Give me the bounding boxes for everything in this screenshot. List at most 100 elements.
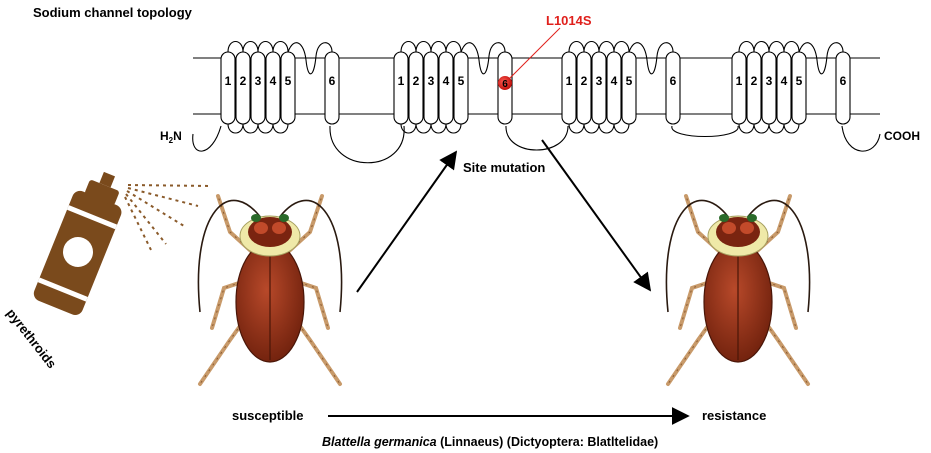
segment-label: 4	[611, 74, 618, 88]
transmembrane-segment: 5	[791, 51, 807, 125]
segment-label: 3	[596, 74, 603, 88]
linker-loop-3-4	[671, 125, 739, 137]
transmembrane-segment: 3	[761, 51, 777, 125]
transmembrane-segment: 4	[265, 51, 281, 125]
species-authority: (Linnaeus) (Dictyoptera: Blatltelidae)	[437, 435, 659, 449]
extracellular-loop	[583, 40, 600, 53]
linker-loop-1-2	[329, 125, 405, 164]
mutation-label: L1014S	[546, 13, 592, 28]
extracellular-loop	[613, 40, 630, 53]
transmembrane-segment: 5	[621, 51, 637, 125]
transmembrane-segment: 4	[776, 51, 792, 125]
segment-label: 5	[796, 74, 803, 88]
extracellular-loop	[272, 40, 289, 53]
intracellular-loop	[583, 123, 600, 134]
intracellular-loop	[768, 123, 785, 134]
segment-label: 1	[225, 74, 232, 88]
linker-loop-2-3	[505, 125, 569, 151]
extracellular-loop	[242, 40, 259, 53]
intracellular-loop	[738, 123, 755, 134]
pyrethroid-spray-can	[33, 171, 122, 315]
segment-label: 6	[329, 74, 336, 88]
n-terminus-label: H2N	[160, 129, 182, 145]
segment-label: 6	[840, 74, 847, 88]
cockroach-antenna	[743, 199, 811, 313]
pore-loop	[798, 42, 844, 75]
c-terminus-tail	[841, 125, 881, 152]
segment-label: 2	[751, 74, 758, 88]
segment-label: 1	[398, 74, 405, 88]
cockroach-antenna	[275, 199, 343, 313]
intracellular-loop	[598, 123, 615, 134]
arrow-to-resistance	[541, 139, 652, 292]
pyrethroids-label: pyrethroids	[4, 306, 60, 372]
pore-loop	[628, 42, 674, 75]
transmembrane-segment: 1	[731, 51, 747, 125]
transmembrane-segment: 4	[438, 51, 454, 125]
transmembrane-segment: 5	[453, 51, 469, 125]
susceptible-cockroach	[197, 194, 343, 386]
cockroach-antenna	[197, 199, 265, 313]
extracellular-loop	[598, 40, 615, 53]
segment-label: 2	[240, 74, 247, 88]
n-terminus-tail	[192, 125, 222, 152]
site-mutation-label: Site mutation	[463, 160, 545, 175]
segment-label: 2	[581, 74, 588, 88]
pore-loop	[287, 42, 333, 75]
extracellular-loop	[753, 40, 770, 53]
spray-mist	[124, 184, 213, 253]
transmembrane-segment: 1	[393, 51, 409, 125]
segment-label: 4	[270, 74, 277, 88]
segment-label: 5	[285, 74, 292, 88]
intracellular-loop	[445, 123, 462, 134]
pore-loop	[460, 42, 506, 75]
transmembrane-segment: 5	[280, 51, 296, 125]
segment-label: 4	[443, 74, 450, 88]
transmembrane-segment: 2	[408, 51, 424, 125]
susceptible-label: susceptible	[232, 408, 304, 423]
transmembrane-segment: 4	[606, 51, 622, 125]
intracellular-loop	[613, 123, 630, 134]
resistance-label: resistance	[702, 408, 766, 423]
segment-label: 1	[566, 74, 573, 88]
transmembrane-segment: 1	[220, 51, 236, 125]
transmembrane-segment: 6	[835, 51, 851, 125]
extracellular-loop	[415, 40, 432, 53]
segment-label: 5	[458, 74, 465, 88]
intracellular-loop	[242, 123, 259, 134]
segment-label: 2	[413, 74, 420, 88]
extracellular-loop	[227, 40, 244, 53]
intracellular-loop	[783, 123, 800, 134]
intracellular-loop	[753, 123, 770, 134]
species-name: Blattella germanica	[322, 435, 437, 449]
extracellular-loop	[783, 40, 800, 53]
species-caption: Blattella germanica (Linnaeus) (Dictyopt…	[322, 435, 658, 449]
segment-label: 3	[255, 74, 262, 88]
arrow-to-site-mutation	[356, 150, 458, 293]
diagram-title: Sodium channel topology	[33, 5, 193, 20]
extracellular-loop	[400, 40, 417, 53]
intracellular-loop	[227, 123, 244, 134]
segment-label: 5	[626, 74, 633, 88]
segment-label: 3	[428, 74, 435, 88]
intracellular-loop	[415, 123, 432, 134]
extracellular-loop	[768, 40, 785, 53]
segment-label: 3	[766, 74, 773, 88]
transmembrane-segment: 3	[250, 51, 266, 125]
transmembrane-segment: 2	[235, 51, 251, 125]
extracellular-loop	[568, 40, 585, 53]
transmembrane-segment: 2	[746, 51, 762, 125]
transmembrane-segment: 2	[576, 51, 592, 125]
intracellular-loop	[257, 123, 274, 134]
extracellular-loop	[445, 40, 462, 53]
segment-label: 6	[670, 74, 677, 88]
transmembrane-segment: 1	[561, 51, 577, 125]
resistant-cockroach	[665, 194, 811, 386]
intracellular-loop	[400, 123, 417, 134]
mutation-marker-number: 6	[502, 79, 508, 90]
mutation-callout-line	[507, 27, 561, 81]
intracellular-loop	[568, 123, 585, 134]
channel-domains: 123456123456123456123456	[220, 40, 851, 134]
segment-label: 1	[736, 74, 743, 88]
